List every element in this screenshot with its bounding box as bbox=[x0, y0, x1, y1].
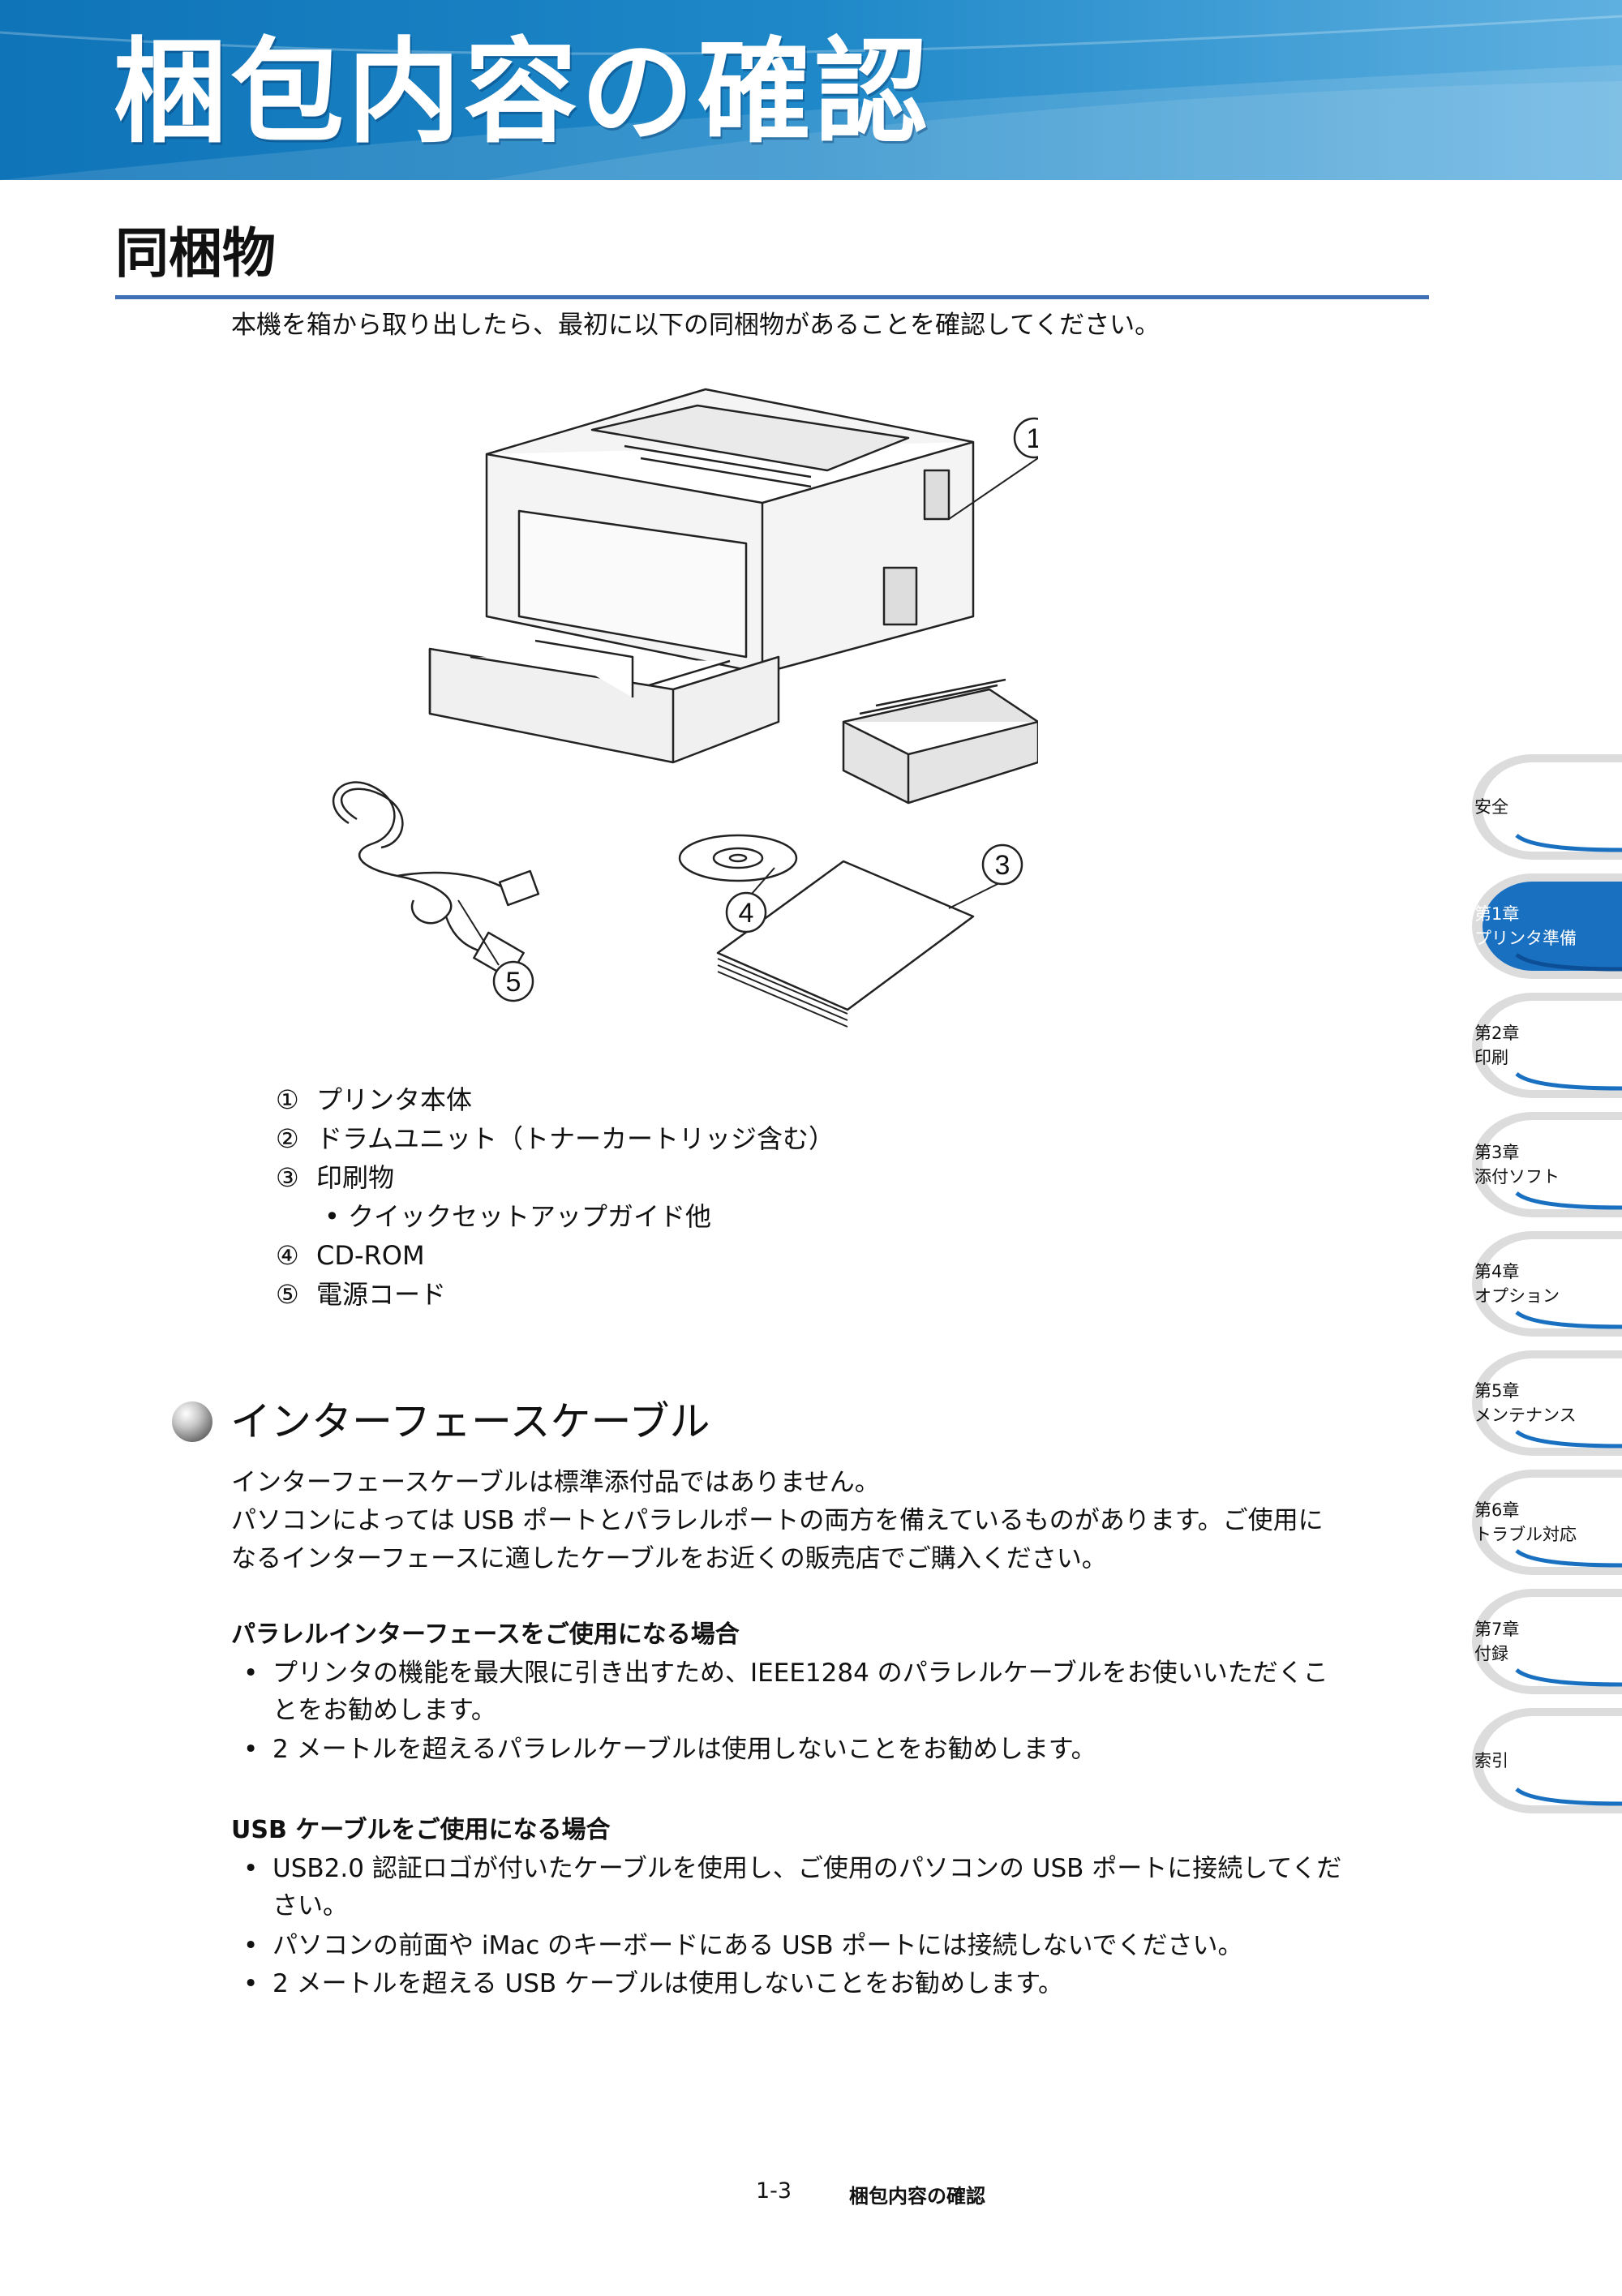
tab-chapter-4[interactable]: 第4章オプション bbox=[1444, 1231, 1622, 1337]
header-banner: 梱包内容の確認 bbox=[0, 0, 1622, 180]
svg-text:1: 1 bbox=[1027, 423, 1038, 454]
tab-label: 安全 bbox=[1474, 797, 1508, 817]
tab-chapter-2[interactable]: 第2章印刷 bbox=[1444, 993, 1622, 1098]
power-cord-illustration bbox=[332, 781, 540, 980]
page-footer: 1-3 梱包内容の確認 bbox=[0, 2178, 1622, 2219]
tab-label: 第6章 bbox=[1474, 1500, 1520, 1520]
tab-label: 第2章 bbox=[1474, 1024, 1520, 1043]
parallel-heading: パラレルインターフェースをご使用になる場合 bbox=[231, 1620, 740, 1649]
cable-description-line1: パソコンによっては USB ポートとパラレルポートの両方を備えているものがありま… bbox=[231, 1506, 1324, 1535]
tab-chapter-6[interactable]: 第6章トラブル対応 bbox=[1444, 1470, 1622, 1575]
tab-chapter-1[interactable]: 第1章プリンタ準備 bbox=[1444, 873, 1622, 979]
printed-guide-illustration bbox=[716, 860, 975, 1028]
tab-index[interactable]: 索引 bbox=[1444, 1708, 1622, 1813]
callout-3: 3 bbox=[981, 843, 1023, 886]
cable-note: インターフェースケーブルは標準添付品ではありません。 bbox=[231, 1468, 880, 1497]
subsection-title: インターフェースケーブル bbox=[230, 1398, 710, 1445]
printer-illustration bbox=[428, 388, 975, 764]
footer-title: 梱包内容の確認 bbox=[849, 2185, 985, 2208]
tab-label: 第4章 bbox=[1474, 1262, 1520, 1281]
svg-text:4: 4 bbox=[739, 898, 754, 929]
callout-leader-1 bbox=[948, 457, 1038, 520]
parts-list: ① プリンタ本体 ② ドラムユニット（トナーカートリッジ含む） ③ 印刷物 • … bbox=[276, 1080, 835, 1314]
tab-label: 第5章 bbox=[1474, 1381, 1520, 1401]
svg-text:3: 3 bbox=[995, 850, 1011, 881]
package-contents-illustration: 1 2 3 4 5 bbox=[332, 388, 1038, 1028]
usb-bullet-1: •USB2.0 認証ロゴが付いたケーブルを使用し、ご使用のパソコンの USB ポ… bbox=[243, 1854, 1342, 1920]
page-title: 梱包内容の確認 bbox=[114, 27, 932, 159]
tab-label: 第7章 bbox=[1474, 1620, 1520, 1639]
list-item: ① プリンタ本体 bbox=[276, 1084, 473, 1115]
banner-background bbox=[0, 0, 1622, 180]
list-item: ⑤ 電源コード bbox=[276, 1279, 447, 1310]
list-item: ④ CD-ROM bbox=[276, 1240, 425, 1271]
tab-safety[interactable]: 安全 bbox=[1444, 754, 1622, 860]
cd-rom-illustration bbox=[678, 834, 798, 882]
section-intro: 本機を箱から取り出したら、最初に以下の同梱物があることを確認してください。 bbox=[231, 311, 1161, 340]
cable-description-line2: なるインターフェースに適したケーブルをお近くの販売店でご購入ください。 bbox=[231, 1544, 1107, 1573]
parallel-bullet-1: •プリンタの機能を最大限に引き出すため、IEEE1284 のパラレルケーブルをお… bbox=[243, 1659, 1328, 1725]
sphere-bullet-icon bbox=[172, 1401, 212, 1442]
page-number: 1-3 bbox=[756, 2178, 792, 2204]
usb-bullet-2: •パソコンの前面や iMac のキーボードにある USB ポートには接続しないで… bbox=[243, 1931, 1243, 1960]
svg-text:5: 5 bbox=[506, 967, 521, 998]
tab-label: 第3章 bbox=[1474, 1143, 1520, 1162]
section-divider bbox=[115, 295, 1429, 299]
drum-unit-illustration bbox=[842, 678, 1038, 805]
callout-leader-5 bbox=[457, 899, 500, 966]
tab-chapter-3[interactable]: 第3章添付ソフト bbox=[1444, 1112, 1622, 1217]
list-item: ③ 印刷物 bbox=[276, 1162, 395, 1193]
tab-chapter-7[interactable]: 第7章付録 bbox=[1444, 1589, 1622, 1694]
parallel-bullet-2: •2 メートルを超えるパラレルケーブルは使用しないことをお勧めします。 bbox=[243, 1735, 1096, 1764]
callout-leader-3 bbox=[948, 879, 1006, 909]
callout-5: 5 bbox=[492, 960, 534, 1002]
tab-chapter-5[interactable]: 第5章メンテナンス bbox=[1444, 1350, 1622, 1456]
callout-4: 4 bbox=[725, 891, 767, 933]
usb-bullet-3: •2 メートルを超える USB ケーブルは使用しないことをお勧めします。 bbox=[243, 1969, 1064, 1998]
list-item: • クイックセットアップガイド他 bbox=[324, 1201, 712, 1232]
subsection-heading: インターフェースケーブル bbox=[172, 1393, 710, 1450]
list-item: ② ドラムユニット（トナーカートリッジ含む） bbox=[276, 1123, 835, 1154]
tab-label: 索引 bbox=[1474, 1751, 1508, 1770]
usb-heading: USB ケーブルをご使用になる場合 bbox=[231, 1816, 611, 1844]
tab-label: 第1章 bbox=[1474, 904, 1520, 924]
callout-1: 1 bbox=[1013, 417, 1038, 459]
section-title: 同梱物 bbox=[115, 222, 276, 285]
